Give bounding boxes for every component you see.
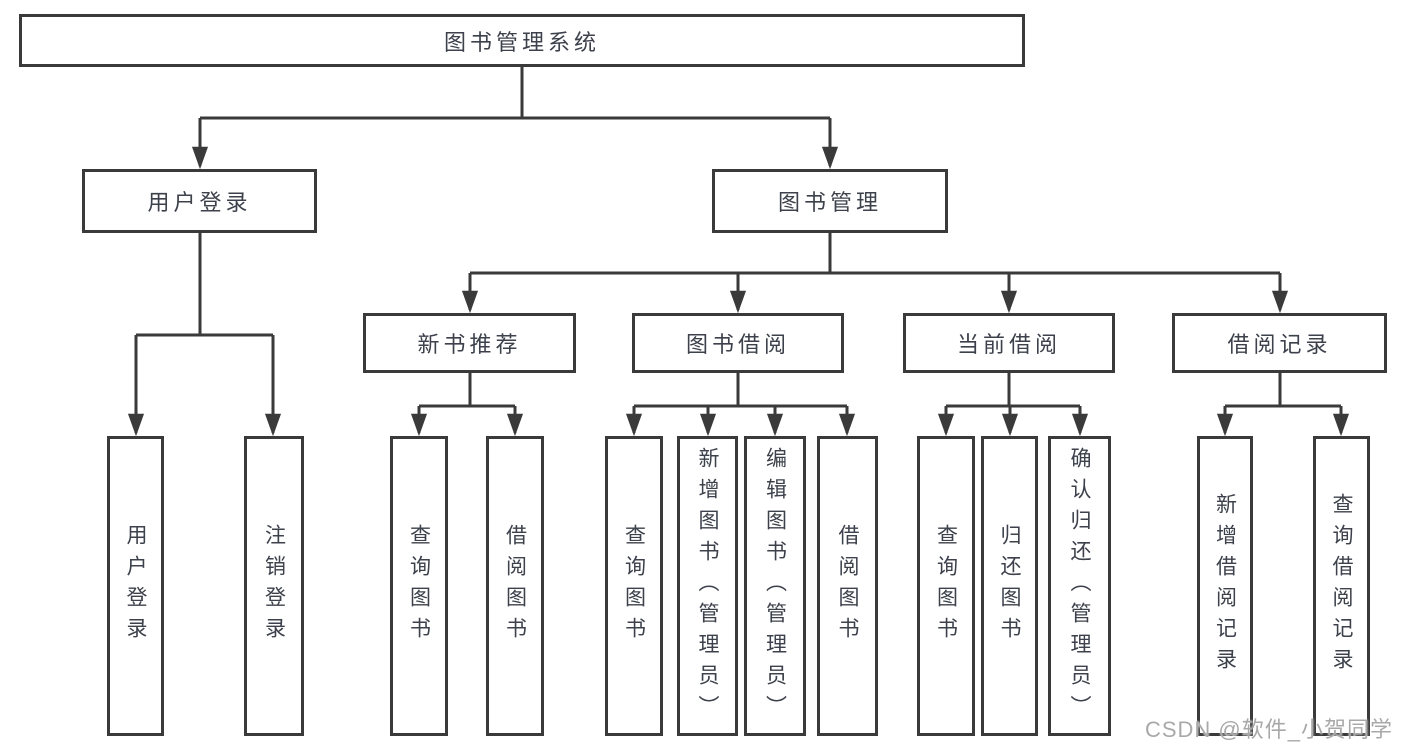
node-label: 图书管理 <box>777 190 882 215</box>
node-leaf-add-books-admin: 新增图书（管理员） <box>677 436 738 736</box>
node-label: 借阅图书 <box>836 524 860 648</box>
node-label: 新增借阅记录 <box>1213 493 1238 679</box>
node-label: 当前借阅 <box>956 332 1061 357</box>
node-label: 编辑图书（管理员） <box>763 446 788 726</box>
node-label: 确认归还（管理员） <box>1068 446 1092 726</box>
node-book-management-branch: 图书管理 <box>712 169 948 233</box>
node-label: 查询图书 <box>934 524 959 648</box>
node-leaf-query-books-borrow: 查询图书 <box>605 436 663 736</box>
node-borrow-records: 借阅记录 <box>1172 313 1387 373</box>
node-label: 用户登录 <box>124 524 148 648</box>
node-leaf-user-login: 用户登录 <box>107 436 164 736</box>
node-label: 归还图书 <box>998 524 1022 648</box>
node-current-borrow: 当前借阅 <box>903 313 1115 373</box>
node-book-borrow: 图书借阅 <box>632 313 844 373</box>
csdn-watermark: CSDN @软件_小贺同学 <box>1144 717 1393 742</box>
node-label: 查询借阅记录 <box>1330 493 1354 679</box>
node-leaf-logout: 注销登录 <box>244 436 304 736</box>
node-label: 查询图书 <box>622 524 647 648</box>
node-leaf-query-borrow-record: 查询借阅记录 <box>1313 436 1370 736</box>
node-label: 注销登录 <box>262 524 287 648</box>
node-leaf-edit-books-admin: 编辑图书（管理员） <box>744 436 806 736</box>
node-label: 图书借阅 <box>685 332 790 357</box>
node-leaf-return-books: 归还图书 <box>981 436 1038 736</box>
node-leaf-query-books-recommend: 查询图书 <box>390 436 448 736</box>
node-label: 用户登录 <box>147 190 252 215</box>
node-root-system: 图书管理系统 <box>19 14 1025 67</box>
node-label: 查询图书 <box>407 524 432 648</box>
node-label: 借阅记录 <box>1227 332 1332 357</box>
node-label: 新增图书（管理员） <box>696 446 720 726</box>
node-leaf-add-borrow-record: 新增借阅记录 <box>1197 436 1253 736</box>
node-label: 新书推荐 <box>417 332 522 357</box>
node-leaf-borrow-books-recommend: 借阅图书 <box>486 436 544 736</box>
node-new-book-recommend: 新书推荐 <box>363 313 576 373</box>
node-label: 图书管理系统 <box>443 29 600 55</box>
node-user-login-branch: 用户登录 <box>82 169 317 233</box>
node-leaf-confirm-return-admin: 确认归还（管理员） <box>1048 436 1111 736</box>
node-leaf-borrow-books: 借阅图书 <box>817 436 878 736</box>
node-leaf-query-books-current: 查询图书 <box>917 436 975 736</box>
node-label: 借阅图书 <box>503 524 528 648</box>
